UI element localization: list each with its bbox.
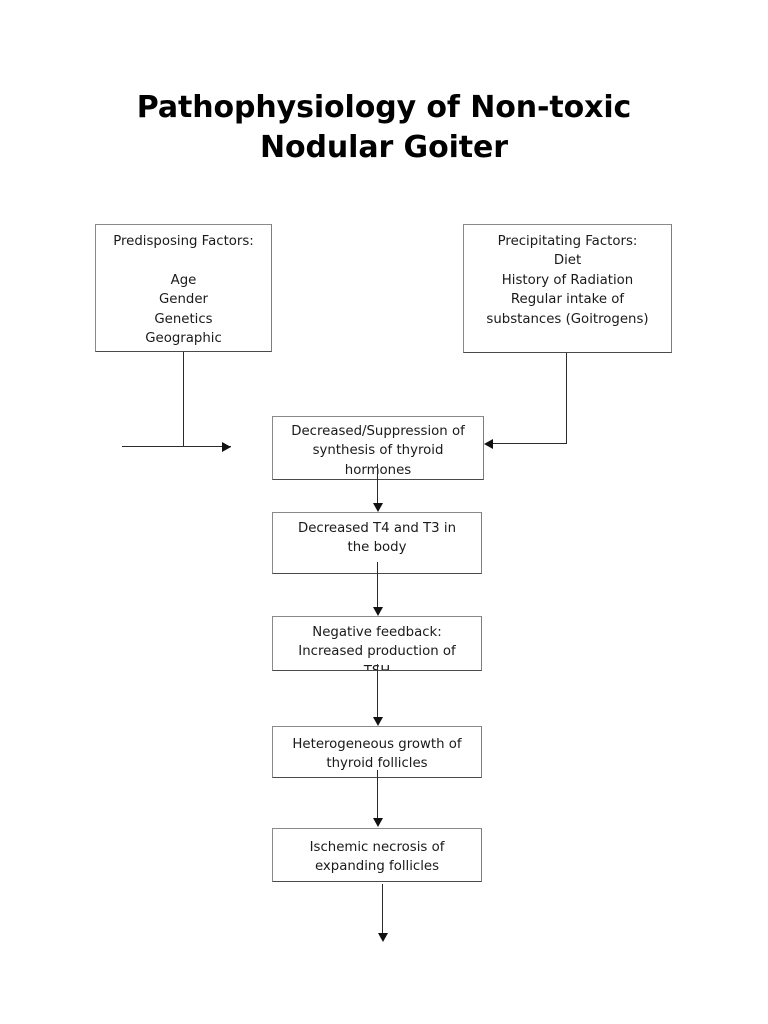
node-precipitating-factors: Precipitating Factors: Diet History of R…	[463, 224, 672, 353]
ischemic-necrosis-line-2: expanding follicles	[314, 859, 440, 875]
node-ischemic-necrosis: Ischemic necrosis of expanding follicles	[272, 828, 482, 882]
edge-ischemic-outgoing-line	[382, 884, 383, 936]
decreased-synthesis-line-1: Decreased/Suppression of	[291, 424, 465, 439]
edge-synthesis-to-t4t3-line	[377, 464, 378, 508]
heterogeneous-growth-line-2: thyroid follicles	[326, 756, 428, 772]
edge-feedback-to-growth-line	[377, 664, 378, 719]
decreased-synthesis-line-3: hormones	[273, 461, 483, 479]
predisposing-item-0: Age	[170, 272, 197, 288]
edge-growth-to-ischemic-arrowhead	[373, 818, 383, 827]
precipitating-item-2: Regular intake of	[510, 292, 625, 308]
node-heterogeneous-growth: Heterogeneous growth of thyroid follicle…	[272, 726, 482, 778]
page-title-line-1: Pathophysiology of Non-toxic	[136, 90, 632, 125]
negative-feedback-line-2: Increased production of	[298, 644, 456, 660]
precipitating-heading: Precipitating Factors:	[497, 234, 638, 249]
decreased-t4t3-line-1: Decreased T4 and T3 in	[298, 521, 456, 536]
precipitating-item-1: History of Radiation	[501, 272, 634, 288]
ischemic-necrosis-line-1: Ischemic necrosis of	[309, 840, 445, 855]
edge-precipitating-horizontal	[493, 443, 567, 444]
page-title-line-2: Nodular Goiter	[260, 129, 508, 165]
precipitating-item-3: substances (Goitrogens)	[486, 311, 649, 327]
edge-predisposing-horizontal	[122, 446, 231, 447]
predisposing-item-2: Genetics	[154, 311, 213, 327]
predisposing-heading: Predisposing Factors:	[113, 234, 254, 249]
node-predisposing-factors: Predisposing Factors: Age Gender Genetic…	[95, 224, 272, 352]
decreased-synthesis-line-2: synthesis of thyroid	[312, 443, 444, 459]
edge-t4t3-to-feedback-line	[377, 562, 378, 610]
edge-feedback-to-growth-arrowhead	[373, 717, 383, 726]
edge-synthesis-to-t4t3-arrowhead	[373, 503, 383, 512]
heterogeneous-growth-line-1: Heterogeneous growth of	[292, 737, 462, 752]
edge-t4t3-to-feedback-arrowhead	[373, 607, 383, 616]
negative-feedback-line-1: Negative feedback:	[312, 625, 442, 640]
decreased-t4t3-line-2: the body	[347, 540, 407, 556]
edge-growth-to-ischemic-line	[377, 770, 378, 820]
precipitating-item-0: Diet	[553, 253, 582, 269]
edge-predisposing-arrowhead	[222, 442, 231, 452]
edge-predisposing-vertical	[183, 352, 184, 447]
page-title: Pathophysiology of Non-toxic Nodular Goi…	[84, 88, 684, 168]
edge-precipitating-arrowhead	[484, 439, 493, 449]
edge-precipitating-vertical	[566, 353, 567, 444]
node-negative-feedback: Negative feedback: Increased production …	[272, 616, 482, 671]
predisposing-item-3: Geographic	[145, 331, 222, 347]
node-decreased-synthesis: Decreased/Suppression of synthesis of th…	[272, 416, 484, 480]
predisposing-item-1: Gender	[159, 292, 208, 308]
edge-ischemic-outgoing-arrowhead	[378, 933, 388, 942]
